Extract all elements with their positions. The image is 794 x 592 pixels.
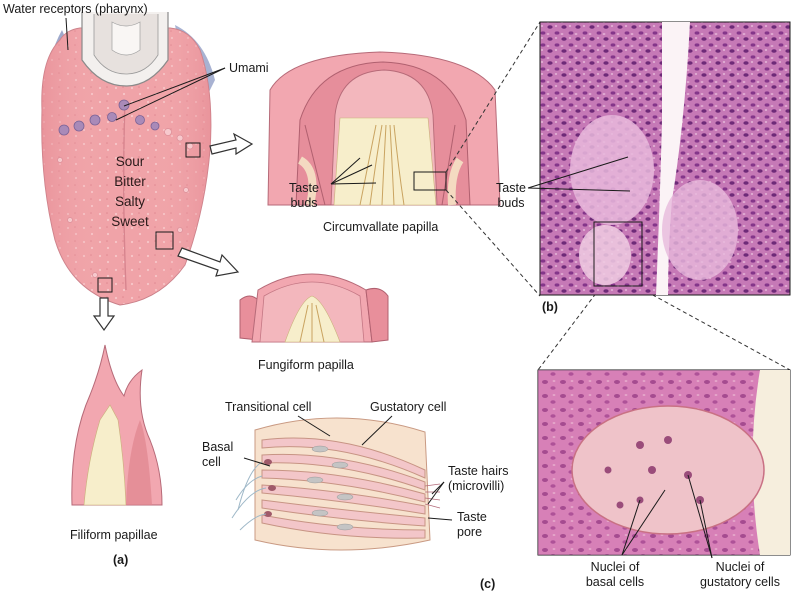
label-umami: Umami [229,61,269,76]
label-salty: Salty [100,192,160,212]
label-bitter: Bitter [100,172,160,192]
micrograph-taste-buds [528,22,790,295]
label-taste-buds-micrograph: Taste buds [488,181,534,211]
label-sweet: Sweet [100,212,160,232]
label-nuclei-basal: Nuclei of basal cells [560,560,670,590]
label-transitional-cell: Transitional cell [225,400,311,415]
label-water-receptors: Water receptors (pharynx) [3,2,148,17]
label-taste-hairs: Taste hairs (microvilli) [448,464,508,494]
fungiform-papilla-drawing [240,274,388,342]
label-sour: Sour [100,152,160,172]
label-basal-cell: Basal cell [202,440,233,470]
panel-letter-a: (a) [113,553,128,568]
label-fungiform-papilla: Fungiform papilla [258,358,354,373]
panel-letter-b: (b) [542,300,558,315]
taste-bud-diagram [232,416,452,550]
label-taste-pore: Taste pore [457,510,487,540]
label-gustatory-cell: Gustatory cell [370,400,446,415]
label-taste-buds-circumvallate: Taste buds [274,181,334,211]
panel-letter-c: (c) [480,577,495,592]
label-nuclei-gustatory: Nuclei of gustatory cells [690,560,790,590]
label-circumvallate-papilla: Circumvallate papilla [323,220,438,235]
label-filiform-papillae: Filiform papillae [70,528,158,543]
tongue-taste-regions: Sour Bitter Salty Sweet [100,152,160,232]
filiform-papillae-drawing [72,345,162,505]
micrograph-taste-bud [538,370,790,558]
